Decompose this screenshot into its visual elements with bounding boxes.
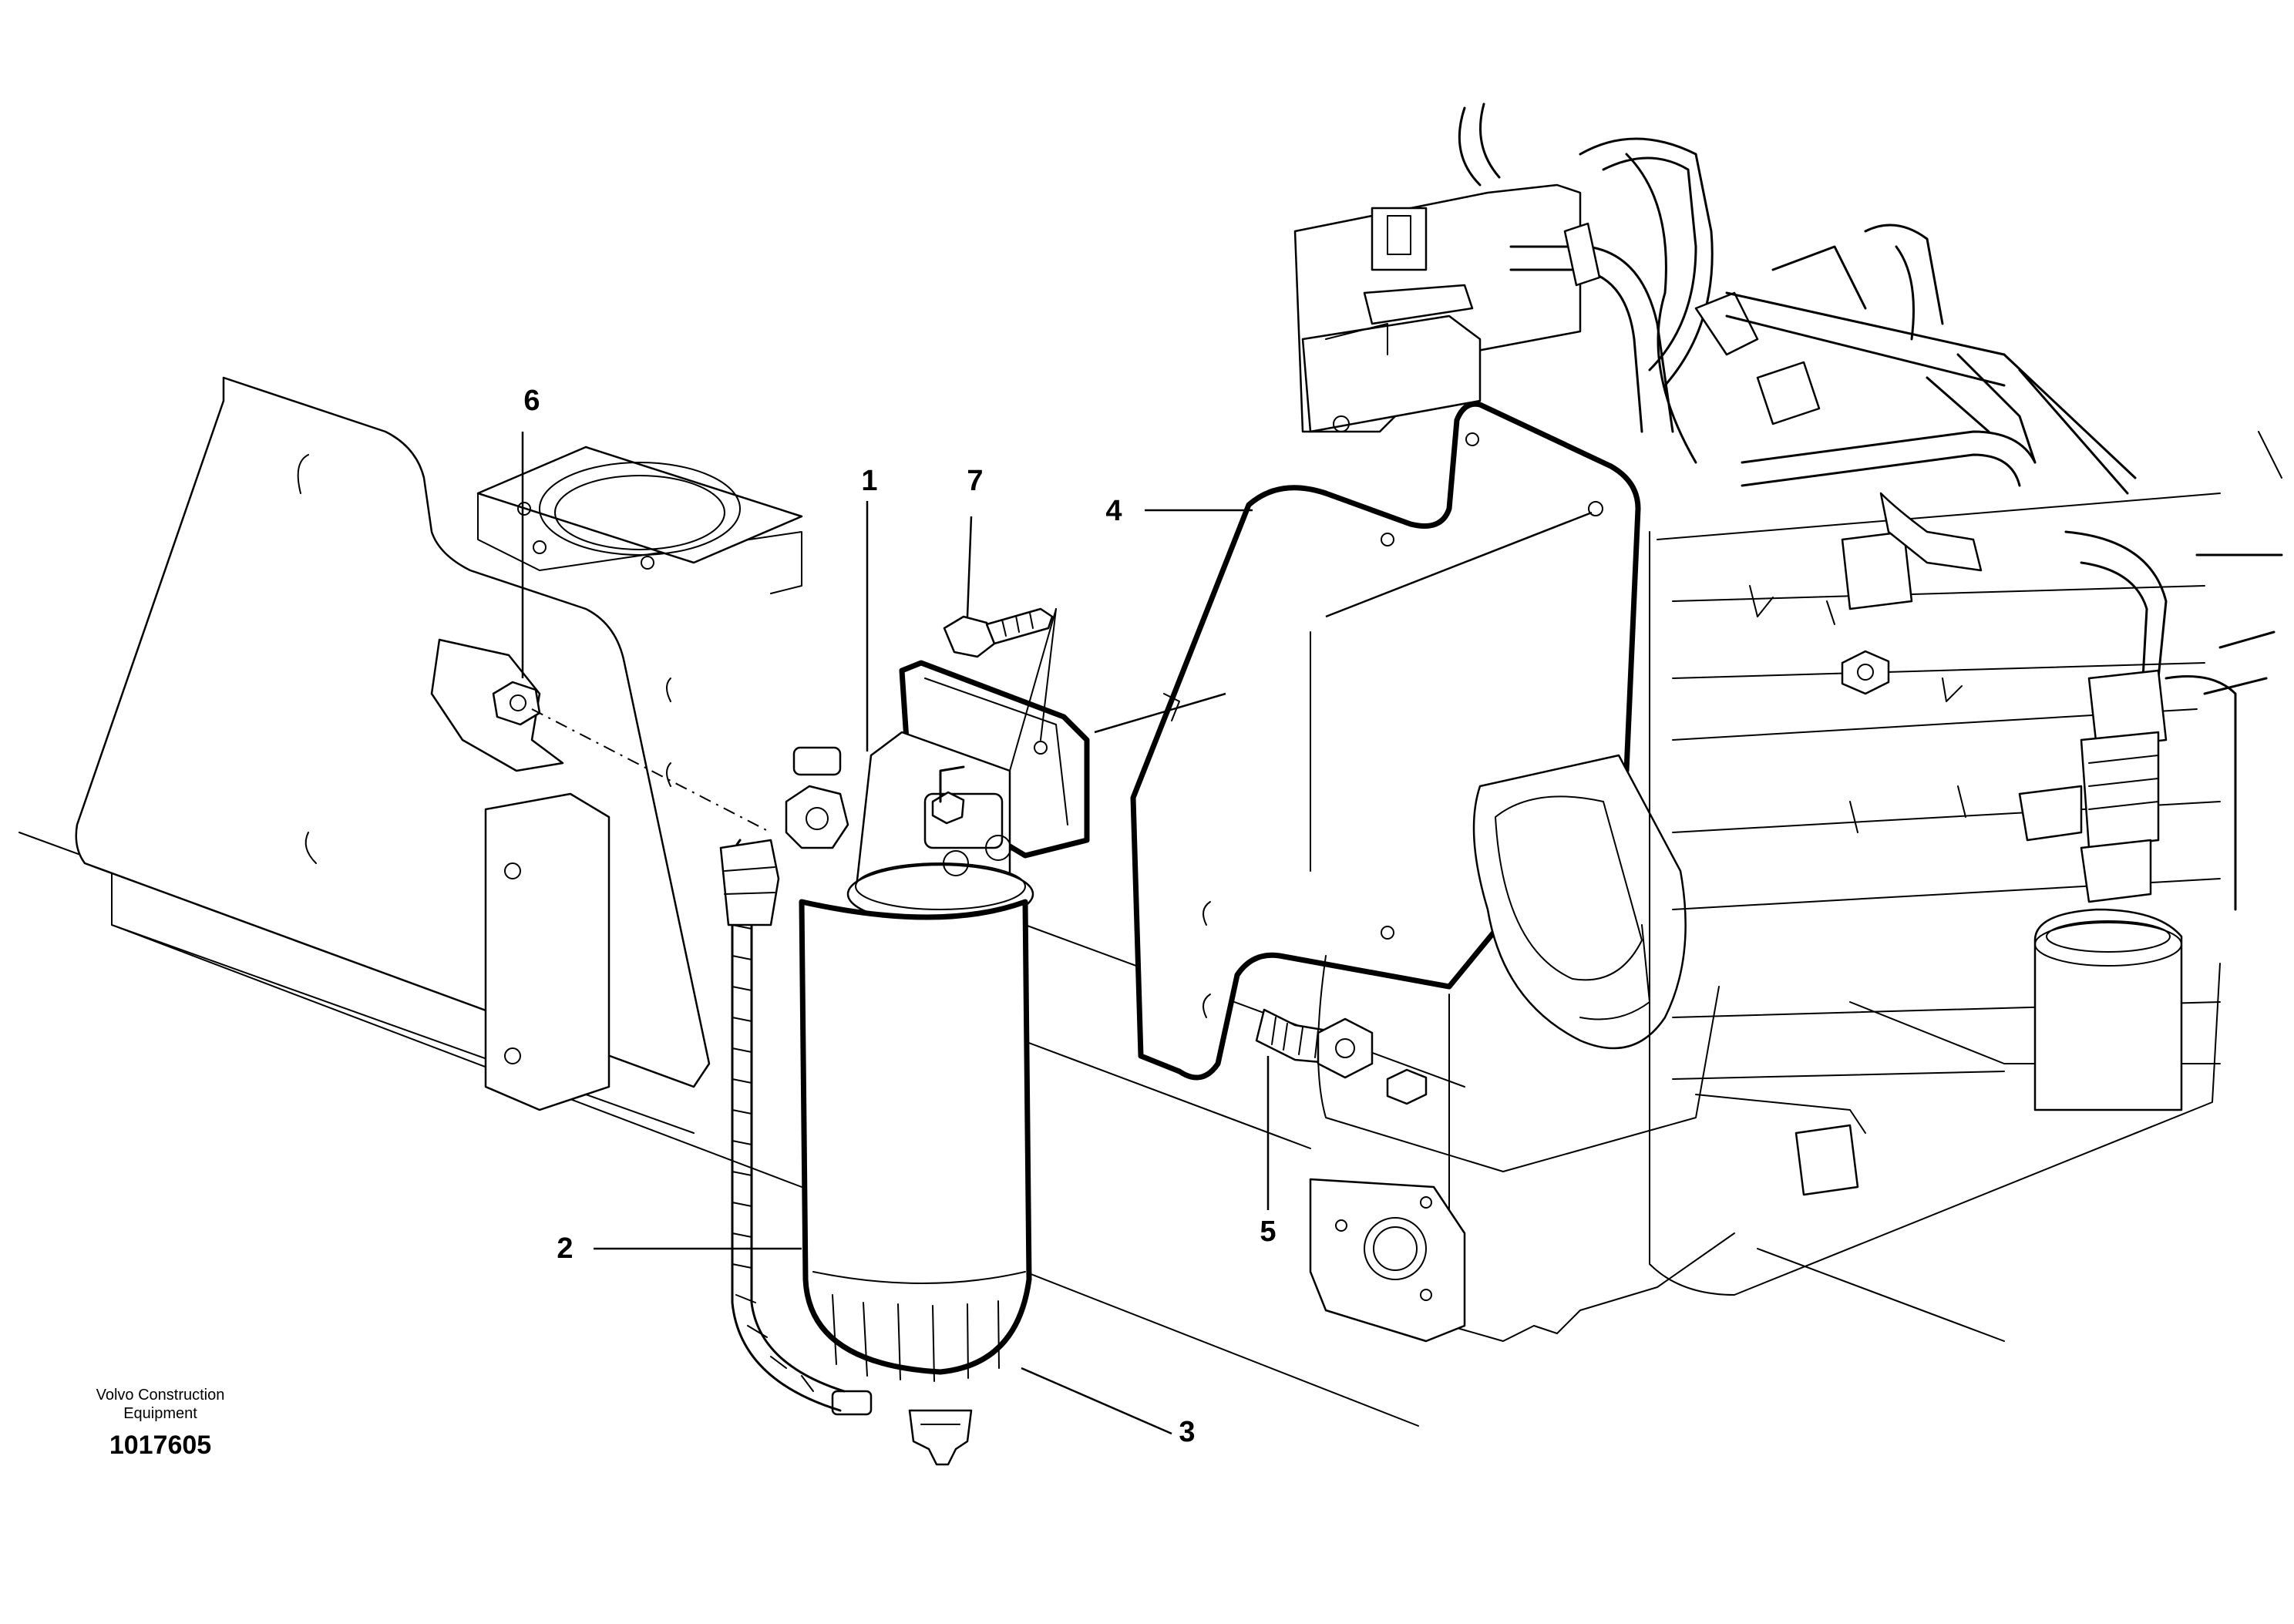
callout-1: 1 (861, 465, 877, 497)
part-6-nut (430, 638, 772, 833)
part-5-bolt (1255, 1008, 1374, 1079)
callout-3: 3 (1179, 1416, 1195, 1448)
drawing-number: 1017605 (109, 1431, 211, 1460)
company-name-line1: Volvo Construction (96, 1387, 225, 1404)
leader-7 (966, 516, 973, 617)
callout-6: 6 (523, 385, 540, 417)
callout-5: 5 (1260, 1215, 1276, 1248)
callout-4: 4 (1105, 495, 1122, 527)
callout-7: 7 (967, 465, 983, 497)
part-7-bolt (943, 607, 1057, 772)
leader-3 (1021, 1367, 1172, 1435)
callout-leaders (521, 432, 1270, 1435)
engine-block (1309, 493, 2221, 1343)
company-name-line2: Equipment (123, 1405, 197, 1422)
callout-labels: 6 1 7 4 5 2 3 (523, 385, 1276, 1448)
engine-top-piping (1293, 103, 2283, 911)
left-mounting-bracket (75, 376, 803, 1111)
fuel-filter-assembly (719, 660, 1090, 1466)
drawing-footer: Volvo Construction Equipment 1017605 (96, 1387, 225, 1460)
callout-2: 2 (557, 1232, 573, 1265)
